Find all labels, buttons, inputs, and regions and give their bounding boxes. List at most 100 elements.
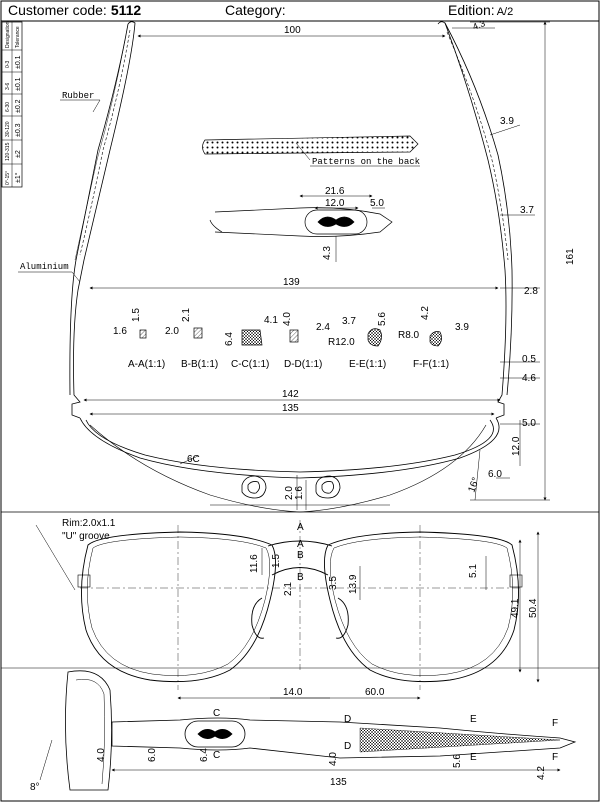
- left-nose-pad-front: [251, 597, 265, 639]
- cross-sections: [139, 327, 442, 347]
- side-section-d2: D: [344, 741, 351, 752]
- side-section-c1: C: [213, 708, 220, 719]
- right-lens-rim: [324, 531, 519, 683]
- front-section-a: A: [297, 522, 304, 533]
- side-section-d1: D: [344, 714, 351, 725]
- material-labels: Rubber Aluminium: [18, 91, 101, 283]
- top-view: [69, 21, 513, 513]
- dim-161: 161: [565, 248, 576, 265]
- dim-1-6: 1.6: [294, 486, 305, 500]
- side-dim-8-deg: 8°: [30, 782, 40, 793]
- sec-dim-3-9: 3.9: [455, 322, 469, 333]
- bridge: [271, 567, 329, 576]
- lens-side-outline: [65, 670, 112, 791]
- side-dim-6-4: 6.4: [199, 748, 210, 762]
- dim-6-0: 6.0: [488, 469, 502, 480]
- tolerance-designation: 3-6: [5, 83, 11, 90]
- lens-curve: [89, 424, 487, 513]
- left-rubber-hatch: [79, 29, 131, 256]
- right-lens-inner: [330, 536, 513, 676]
- left-hinge: [77, 574, 91, 588]
- rim-label: Rim:2.0x1.1: [62, 518, 116, 529]
- dim-5-0-hinge: 5.0: [522, 418, 536, 429]
- side-dim-4-0b: 4.0: [328, 752, 339, 766]
- aluminium-label: Aluminium: [20, 262, 69, 272]
- dim-angle-16: [474, 449, 481, 501]
- sec-dim-r8: R8.0: [398, 330, 420, 341]
- tolerance-col1-header: Designation: [5, 21, 11, 48]
- dim-60-0: 60.0: [365, 687, 385, 698]
- left-temple-inner-edge: [69, 23, 129, 396]
- front-view: [77, 520, 523, 690]
- sec-dim-4-1: 4.1: [264, 315, 278, 326]
- tolerance-value: ±0.2: [15, 99, 22, 113]
- dim-4-3: 4.3: [471, 18, 486, 32]
- side-view: [39, 670, 577, 791]
- section-b: [193, 327, 203, 339]
- section-d: [289, 329, 299, 343]
- sec-dim-4-0: 4.0: [282, 312, 293, 326]
- top-view-dimensions: [83, 21, 550, 510]
- section-label-c: C-C(1:1): [231, 359, 269, 370]
- right-temple-outline: [437, 21, 507, 419]
- tolerance-designation: 30-120: [5, 121, 11, 137]
- dim-49-1: 49.1: [510, 598, 521, 618]
- front-section-b-lower: B: [297, 572, 304, 583]
- groove-label: "U" groove: [62, 531, 110, 542]
- tolerance-table: Designation Tolerance 0-3 ±0.1 3-6 ±0.1 …: [1, 21, 23, 188]
- tolerance-designation: 120-315: [5, 142, 11, 161]
- temple-logo-emblem: [197, 729, 233, 739]
- sec-dim-2-4: 2.4: [316, 322, 330, 333]
- section-label-a: A-A(1:1): [128, 359, 165, 370]
- right-nose-pad-inner: [321, 481, 334, 494]
- leader-rim: [35, 524, 76, 591]
- section-label-d: D-D(1:1): [284, 359, 322, 370]
- tolerance-designation: 0°-15°: [5, 171, 11, 185]
- side-section-e1: E: [470, 714, 477, 725]
- section-a: [139, 329, 147, 339]
- side-section-f1: F: [552, 718, 558, 729]
- section-e: [367, 328, 382, 347]
- left-nose-pad-top: [241, 475, 267, 499]
- edition-label: Edition:: [448, 2, 495, 18]
- side-dim-135: 135: [330, 777, 347, 788]
- dim-6c: 6C: [187, 454, 200, 465]
- dim-4-6: 4.6: [522, 373, 536, 384]
- front-section-b: B: [297, 550, 304, 561]
- sec-dim-4-2: 4.2: [420, 306, 431, 320]
- side-dim-4-0: 4.0: [96, 748, 107, 762]
- dim-14-0: 14.0: [283, 687, 303, 698]
- dim-4-3-logo: 4.3: [322, 246, 333, 260]
- left-nose-pad-inner: [247, 481, 260, 494]
- right-hinge: [509, 574, 523, 588]
- dim-11-6: 11.6: [249, 554, 260, 573]
- dim-3-7: 3.7: [520, 205, 534, 216]
- dim-5-0: 5.0: [370, 198, 384, 209]
- tolerance-value: ±0.1: [15, 55, 22, 69]
- side-dim-6-0: 6.0: [147, 748, 158, 762]
- side-section-f2: F: [552, 752, 558, 763]
- dim-50-4: 50.4: [528, 598, 539, 618]
- temple-logo-boss: [184, 720, 246, 748]
- right-nose-pad-front: [335, 597, 349, 639]
- edition-value: A/2: [496, 6, 514, 18]
- sec-dim-2-1: 2.1: [181, 308, 192, 322]
- side-section-c2: C: [213, 750, 220, 761]
- dim-angle-8: [39, 739, 53, 781]
- section-c: [241, 329, 263, 346]
- sec-dim-1-6: 1.6: [113, 326, 127, 337]
- front-section-a-lower: A: [297, 539, 304, 550]
- category: Category:: [225, 0, 286, 20]
- temple-side-outline: [111, 717, 577, 759]
- customer-code-value: 5112: [110, 2, 142, 18]
- patterns-label: Patterns on the back: [312, 157, 420, 167]
- dim-21-6: 21.6: [325, 186, 345, 197]
- side-section-e2: E: [470, 752, 477, 763]
- dim-3-5: 3.5: [328, 576, 339, 590]
- sec-dim-3-7: 3.7: [342, 316, 356, 327]
- dim-2-0: 2.0: [284, 486, 295, 500]
- dim-16-deg: 16°: [466, 476, 482, 494]
